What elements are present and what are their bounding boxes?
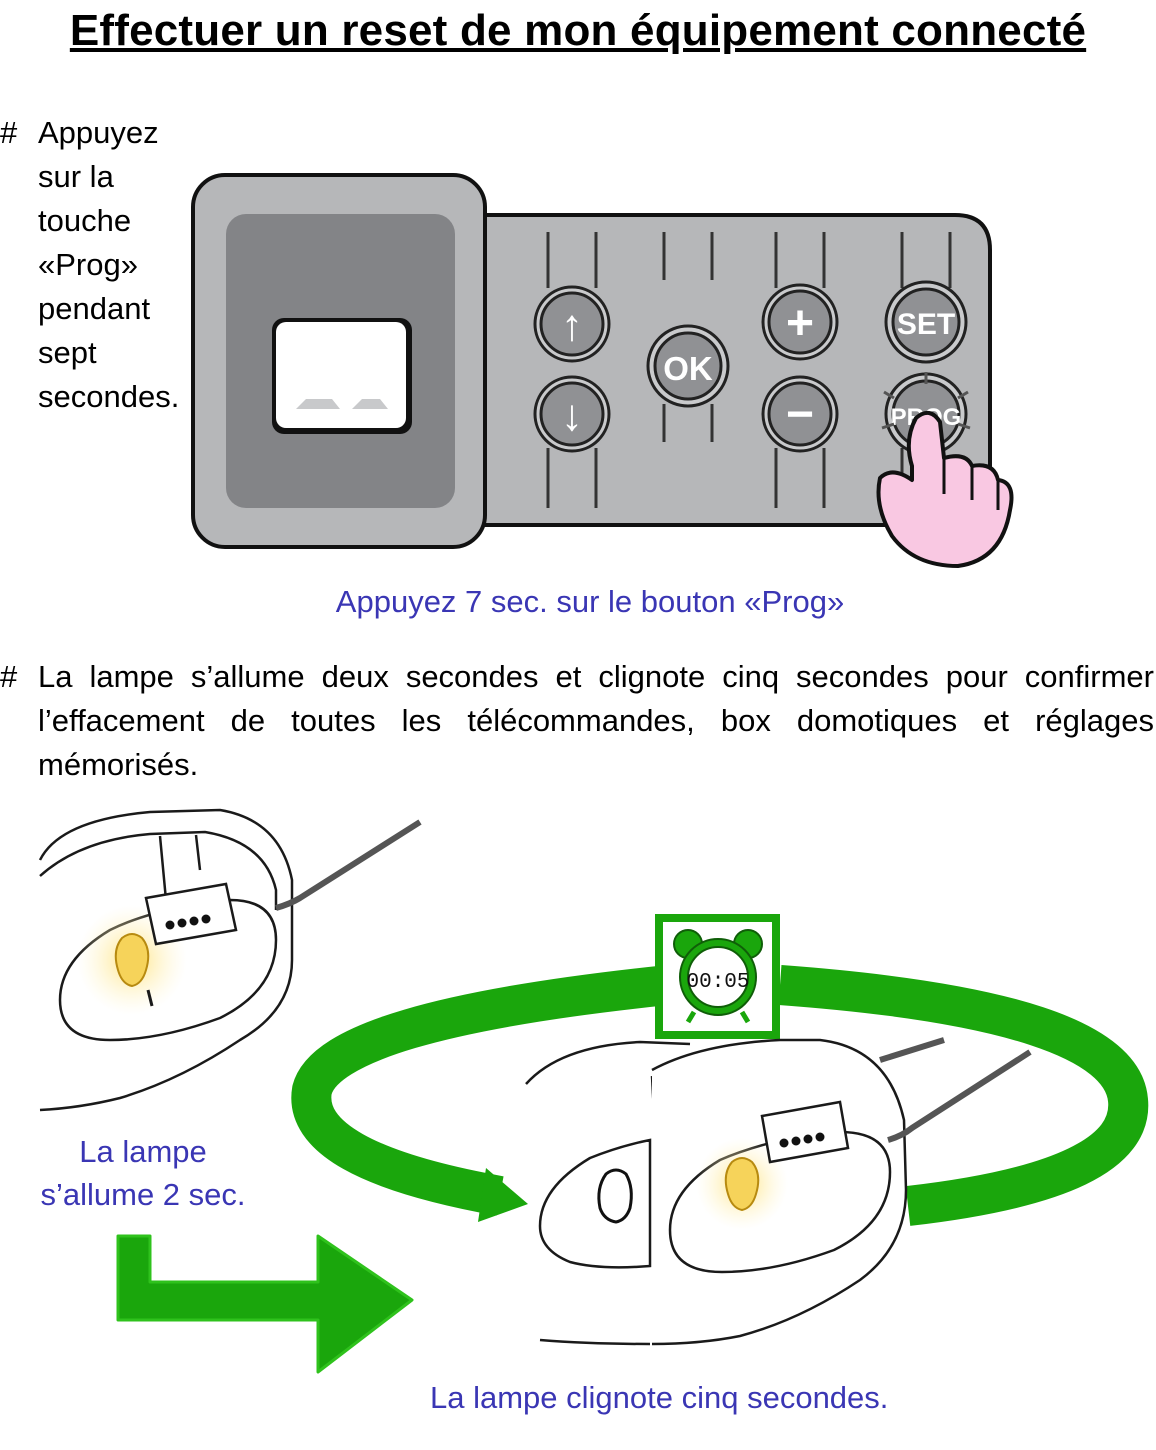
caption-lamp-on: La lampe s’allume 2 sec. <box>40 1134 246 1212</box>
next-arrow-icon <box>116 1234 414 1374</box>
timer-box: 00:05 <box>655 914 780 1039</box>
ok-button[interactable]: OK <box>646 324 730 408</box>
lamp-unit-blink <box>651 1037 1032 1346</box>
step-marker: # <box>0 659 18 694</box>
control-panel <box>191 173 992 549</box>
up-button[interactable]: ↑ <box>533 285 611 363</box>
lamp-unit-on <box>38 808 422 1112</box>
down-button[interactable]: ↓ <box>533 375 611 453</box>
plus-icon: + <box>786 297 814 350</box>
step-text: La lampe s’allume deux secondes et clign… <box>38 659 1154 782</box>
down-arrow-icon: ↓ <box>561 391 583 440</box>
caption-lamp-blink: La lampe clignote cinq secondes. <box>430 1380 889 1415</box>
minus-icon: − <box>786 388 814 441</box>
up-arrow-icon: ↑ <box>561 301 583 350</box>
lcd-screen <box>272 318 412 434</box>
press-spark-icon <box>881 372 971 430</box>
minus-button[interactable]: − <box>761 375 839 453</box>
step-marker: # <box>0 115 18 150</box>
set-button[interactable]: SET <box>884 280 968 364</box>
step-text: Appuyez sur la touche «Prog» pendant sep… <box>38 115 180 414</box>
lamp-unit-off <box>525 1040 691 1346</box>
plus-button[interactable]: + <box>761 283 839 361</box>
svg-text:OK: OK <box>663 350 713 387</box>
svg-text:SET: SET <box>897 308 955 341</box>
pointing-hand-icon <box>876 410 1014 568</box>
page-title: Effectuer un reset de mon équipement con… <box>69 6 1087 55</box>
blink-cycle-arrow <box>291 965 1149 1226</box>
caption-press-prog: Appuyez 7 sec. sur le bouton «Prog» <box>335 584 845 619</box>
timer-display: 00:05 <box>686 971 749 994</box>
